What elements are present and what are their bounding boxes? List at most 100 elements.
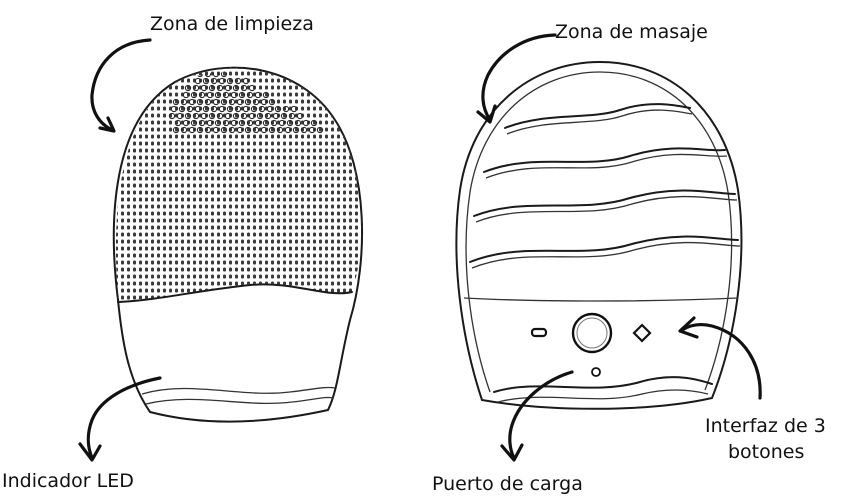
large-bristle [236,98,244,106]
large-bristle [234,105,242,113]
large-bristle [200,112,208,120]
large-bristle [190,91,198,99]
massage-zone-arrow [481,33,557,122]
large-bristle [228,126,236,134]
large-bristle [316,126,324,134]
cleaning-zone-large-bristles [168,72,324,134]
large-bristle [260,98,268,106]
large-bristle [222,119,230,127]
large-bristle [230,119,238,127]
large-bristle [268,98,276,106]
large-bristle [204,72,212,78]
large-bristle [290,105,298,113]
button-interface-arrow [680,323,762,400]
cleaning-zone-bristles [115,67,362,300]
large-bristle [190,119,198,127]
large-bristle [180,98,188,106]
cleaning-zone-arrow [90,38,152,132]
massage-ridges [469,103,741,269]
large-bristle [172,126,180,134]
large-bristle [212,126,220,134]
large-bristle [262,91,270,99]
large-bristle [258,105,266,113]
back-device-outline [455,60,743,410]
large-bristle [212,72,220,78]
large-bristle [252,98,260,106]
large-bristle [172,98,180,106]
large-bristle [242,77,250,85]
front-base-upper-line [141,386,336,395]
large-bristle [224,112,232,120]
charging-port-label: Puerto de carga [432,473,583,495]
large-bristle [174,119,182,127]
plus-button[interactable] [632,323,652,343]
large-bristle [270,119,278,127]
large-bristle [194,77,202,85]
button-interface-label-line1: Interfaz de 3 [705,415,826,437]
large-bristle [238,91,246,99]
button-interface-label-line2: botones [728,441,804,463]
front-device-outline [112,66,363,423]
charging-port [591,367,601,377]
large-bristle [220,126,228,134]
power-button-ring [576,317,608,349]
back-base-wave-upper [493,376,713,393]
button-interface-arrowhead [678,316,699,339]
large-bristle [186,105,194,113]
charging-port-arrow [508,370,574,460]
large-bristle [206,91,214,99]
large-bristle [232,112,240,120]
minus-button[interactable] [530,327,548,338]
back-device-inner-outline [465,71,733,393]
large-bristle [244,98,252,106]
large-bristle [248,112,256,120]
button-panel-divider [463,297,739,302]
large-bristle [176,112,184,120]
large-bristle [240,84,248,92]
large-bristle [222,91,230,99]
back-device [455,60,743,410]
large-bristle [310,119,318,127]
large-bristle [212,98,220,106]
large-bristle [248,84,256,92]
large-bristle [204,126,212,134]
large-bristle [240,112,248,120]
large-bristle [188,126,196,134]
large-bristle [202,77,210,85]
large-bristle [218,77,226,85]
large-bristle [214,91,222,99]
large-bristle [256,112,264,120]
large-bristle [226,77,234,85]
large-bristle [182,119,190,127]
large-bristle [230,91,238,99]
cleaning-zone-arrowhead [98,116,116,133]
large-bristle [272,112,280,120]
large-bristle [292,126,300,134]
large-bristle [226,105,234,113]
large-bristle [220,98,228,106]
large-bristle [192,112,200,120]
large-bristle [278,119,286,127]
large-bristle [246,119,254,127]
power-button[interactable] [571,312,613,354]
large-bristle [254,119,262,127]
large-bristle [286,119,294,127]
large-bristle [276,126,284,134]
large-bristle [308,126,316,134]
front-zone-divider [117,283,353,303]
large-bristle [246,91,254,99]
led-indicator-arrowhead [78,442,102,462]
large-bristle [268,126,276,134]
large-bristle [238,119,246,127]
large-bristle [228,98,236,106]
large-bristle [218,105,226,113]
large-bristle [168,112,176,120]
large-bristle [202,105,210,113]
large-bristle [196,126,204,134]
large-bristle [260,126,268,134]
large-bristle [280,112,288,120]
large-bristle [216,84,224,92]
led-indicator-arrow [86,376,162,460]
large-bristle [182,91,190,99]
